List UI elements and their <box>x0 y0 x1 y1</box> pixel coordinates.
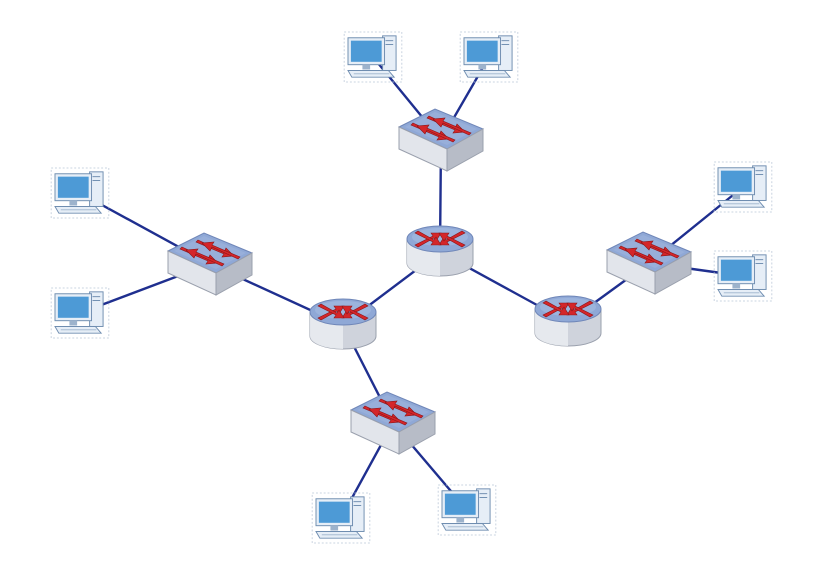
switch-icon <box>398 108 484 172</box>
router-icon <box>406 225 474 277</box>
computer-icon <box>343 31 403 83</box>
pc-bottom-right-node <box>437 484 497 536</box>
nodes-layer <box>50 31 773 544</box>
router-center-node <box>406 225 474 277</box>
switch-icon <box>167 232 253 296</box>
computer-icon <box>50 167 110 219</box>
pc-top-left-node <box>343 31 403 83</box>
pc-top-right-node <box>459 31 519 83</box>
pc-right-upper-node <box>713 161 773 213</box>
computer-icon <box>713 250 773 302</box>
pc-right-lower-node <box>713 250 773 302</box>
computer-icon <box>437 484 497 536</box>
switch-bottom-node <box>350 391 436 455</box>
pc-left-upper-node <box>50 167 110 219</box>
pc-bottom-left-node <box>311 492 371 544</box>
switch-icon <box>350 391 436 455</box>
switch-left-node <box>167 232 253 296</box>
switch-top-node <box>398 108 484 172</box>
computer-icon <box>50 287 110 339</box>
router-icon <box>309 298 377 350</box>
computer-icon <box>311 492 371 544</box>
router-left-node <box>309 298 377 350</box>
pc-left-lower-node <box>50 287 110 339</box>
computer-icon <box>713 161 773 213</box>
router-icon <box>534 295 602 347</box>
computer-icon <box>459 31 519 83</box>
router-right-node <box>534 295 602 347</box>
